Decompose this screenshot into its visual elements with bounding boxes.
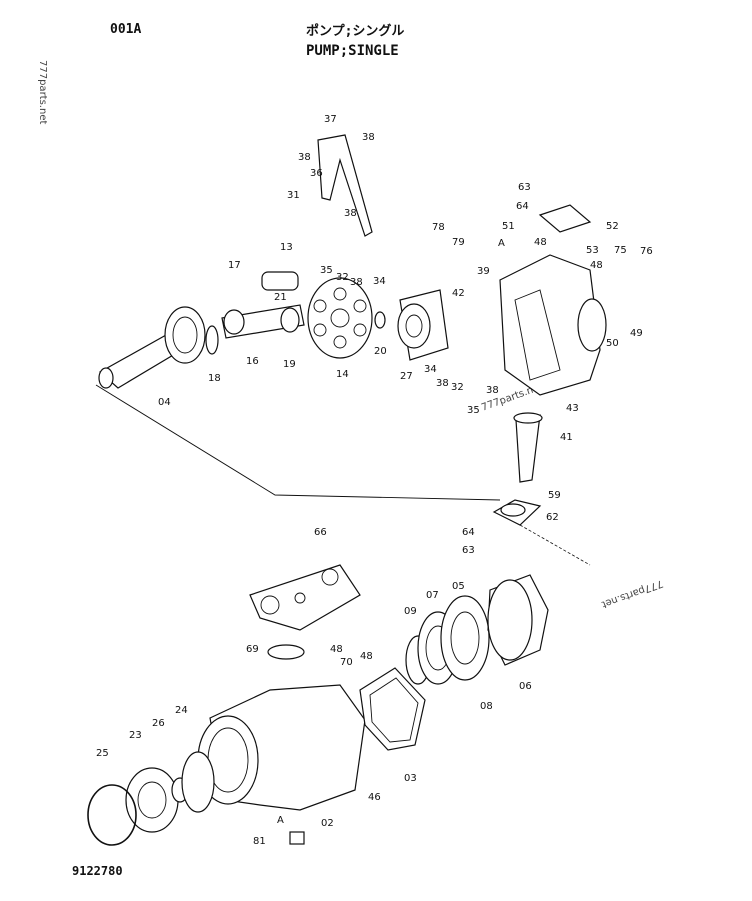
housing-02 (197, 684, 366, 811)
callout-14: 14 (336, 369, 349, 380)
callout-50: 50 (606, 338, 619, 349)
callout-09: 09 (404, 606, 417, 617)
title-english: PUMP;SINGLE (306, 43, 399, 59)
callout-62: 62 (546, 512, 559, 523)
callout-34: 34 (373, 276, 386, 287)
callout-16: 16 (246, 356, 259, 367)
callout-24: 24 (175, 705, 188, 716)
callout-75: 75 (614, 245, 627, 256)
ring-20 (374, 311, 386, 329)
callout-34: 34 (424, 364, 437, 375)
callout-05: 05 (452, 581, 465, 592)
callout-04: 04 (158, 397, 171, 408)
casing-39 (499, 254, 607, 396)
callout-78: 78 (432, 222, 445, 233)
callout-35: 35 (467, 405, 480, 416)
callout-20: 20 (374, 346, 387, 357)
page-code: 001A (110, 22, 142, 37)
callout-06: 06 (519, 681, 532, 692)
callout-43: 43 (566, 403, 579, 414)
cylinder-block-14 (307, 277, 373, 359)
gasket-03 (359, 667, 426, 751)
callout-70: 70 (340, 657, 353, 668)
title-japanese: ポンプ;シングル (306, 24, 405, 39)
callout-38: 38 (362, 132, 375, 143)
callout-49: 49 (630, 328, 643, 339)
shaft-04 (98, 306, 206, 389)
callout-38: 38 (436, 378, 449, 389)
callout-03: 03 (404, 773, 417, 784)
cover-05 (440, 595, 490, 681)
o-ring-69 (267, 644, 305, 660)
callout-38: 38 (486, 385, 499, 396)
callout-31: 31 (287, 190, 300, 201)
snap-ring-25 (87, 784, 137, 846)
callout-32: 32 (336, 272, 349, 283)
callout-36: 36 (310, 168, 323, 179)
plug-81 (289, 831, 305, 845)
callout-13: 13 (280, 242, 293, 253)
callout-25: 25 (96, 748, 109, 759)
callout-02: 02 (321, 818, 334, 829)
callout-a: A (277, 815, 284, 826)
callout-07: 07 (426, 590, 439, 601)
callout-48: 48 (330, 644, 343, 655)
callout-23: 23 (129, 730, 142, 741)
callout-64: 64 (462, 527, 475, 538)
cover-52 (538, 204, 592, 233)
ring-24 (181, 751, 215, 813)
callout-19: 19 (283, 359, 296, 370)
callout-21: 21 (274, 292, 287, 303)
callout-37: 37 (324, 114, 337, 125)
callout-48: 48 (590, 260, 603, 271)
callout-48: 48 (360, 651, 373, 662)
callout-27: 27 (400, 371, 413, 382)
leader-line-shaft (95, 384, 501, 501)
callout-35: 35 (320, 265, 333, 276)
callout-64: 64 (516, 201, 529, 212)
ring-06 (487, 574, 549, 666)
callout-32: 32 (451, 382, 464, 393)
callout-63: 63 (462, 545, 475, 556)
callout-17: 17 (228, 260, 241, 271)
spring-19 (280, 307, 300, 333)
callout-48: 48 (534, 237, 547, 248)
callout-59: 59 (548, 490, 561, 501)
callout-66: 66 (314, 527, 327, 538)
callout-38: 38 (344, 208, 357, 219)
callout-26: 26 (152, 718, 165, 729)
ring-18 (205, 325, 219, 355)
leader-line-right (519, 524, 591, 566)
seal-23 (125, 767, 179, 833)
callout-39: 39 (477, 266, 490, 277)
callout-79: 79 (452, 237, 465, 248)
lever-31 (317, 134, 373, 237)
callout-46: 46 (368, 792, 381, 803)
callout-a: A (498, 238, 505, 249)
regulator-66 (249, 564, 361, 631)
pin-13 (261, 271, 299, 291)
cover-62 (492, 499, 542, 526)
callout-53: 53 (586, 245, 599, 256)
callout-38: 38 (350, 277, 363, 288)
callout-76: 76 (640, 246, 653, 257)
valve-plate-27 (397, 289, 449, 361)
callout-41: 41 (560, 432, 573, 443)
callout-51: 51 (502, 221, 515, 232)
pipe-41 (513, 412, 543, 483)
callout-08: 08 (480, 701, 493, 712)
drawing-number: 9122780 (72, 864, 123, 878)
callout-63: 63 (518, 182, 531, 193)
callout-69: 69 (246, 644, 259, 655)
callout-38: 38 (298, 152, 311, 163)
callout-52: 52 (606, 221, 619, 232)
callout-42: 42 (452, 288, 465, 299)
callout-18: 18 (208, 373, 221, 384)
callout-81: 81 (253, 836, 266, 847)
